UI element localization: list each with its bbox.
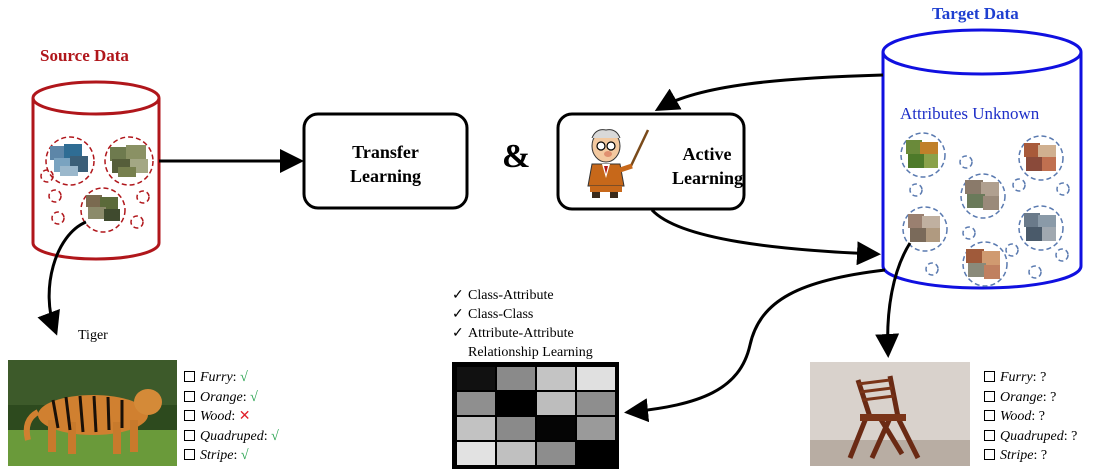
attribute-row: Wood: ✕ — [184, 407, 279, 427]
matrix-cell — [497, 417, 535, 440]
check-mark: √ — [240, 370, 248, 385]
matrix-cell — [497, 442, 535, 465]
matrix-cell — [497, 367, 535, 390]
relationship-item: ✓Attribute-Attribute — [452, 326, 574, 341]
active-learning-line1: Active — [682, 144, 732, 164]
checkbox-icon — [984, 390, 995, 402]
tiger-attribute-list: Furry: √ Orange: √ Wood: ✕ Quadruped: √ … — [184, 368, 279, 466]
source-cluster-photos-2 — [110, 145, 148, 177]
matrix-cell — [577, 367, 615, 390]
target-cluster-photos-5 — [1024, 213, 1056, 241]
matrix-cell — [537, 392, 575, 415]
attribute-row: Orange: √ — [184, 388, 279, 408]
unknown-mark: ? — [1050, 389, 1057, 405]
transfer-learning-line1: Transfer — [352, 142, 419, 162]
arrow-target-to-active — [654, 73, 884, 111]
matrix-cell — [537, 417, 575, 440]
checkbox-icon — [984, 429, 995, 441]
relationship-continuation: Relationship Learning — [468, 345, 593, 360]
checkbox-icon — [984, 371, 995, 382]
source-data-title: Source Data — [40, 46, 129, 65]
unknown-mark: ? — [1040, 448, 1048, 463]
target-cluster-photos-1 — [906, 140, 938, 168]
check-mark: √ — [271, 428, 279, 444]
unknown-mark: ? — [1071, 428, 1078, 444]
source-cluster-photos-3 — [86, 195, 120, 221]
target-cluster-photos-4 — [908, 214, 940, 242]
chair-attribute-list: Furry: ? Orange: ? Wood: ? Quadruped: ? … — [984, 368, 1077, 466]
check-mark: √ — [250, 389, 258, 405]
matrix-cell — [457, 367, 495, 390]
matrix-cell — [457, 392, 495, 415]
attribute-row: Stripe: √ — [184, 446, 279, 466]
target-cluster-photos-6 — [966, 249, 1000, 279]
checkbox-icon — [184, 390, 195, 402]
relationship-matrix — [452, 362, 619, 469]
relationship-item: ✓Class-Class — [452, 307, 534, 322]
tiger-label: Tiger — [78, 328, 108, 343]
arrow-target-to-chair — [875, 242, 912, 358]
target-cluster-photos-2 — [1024, 143, 1056, 171]
tiger-photo — [8, 360, 177, 466]
attribute-row: Wood: ? — [984, 407, 1077, 427]
relationship-item: ✓Class-Attribute — [452, 288, 554, 303]
matrix-cell — [577, 392, 615, 415]
arrow-target-to-matrix — [624, 268, 886, 423]
matrix-cell — [577, 442, 615, 465]
check-icon: ✓ — [452, 288, 464, 303]
source-cluster-photos-1 — [50, 144, 88, 176]
check-icon: ✓ — [452, 326, 464, 341]
ampersand: & — [502, 138, 531, 175]
attribute-row: Orange: ? — [984, 388, 1077, 408]
checkbox-icon — [184, 449, 195, 460]
matrix-cell — [537, 367, 575, 390]
relationship-list: ✓Class-Attribute ✓Class-Class ✓Attribute… — [452, 286, 593, 362]
checkbox-icon — [984, 410, 995, 421]
target-data-title: Target Data — [932, 4, 1019, 23]
checkbox-icon — [184, 371, 195, 382]
transfer-learning-label: Transfer Learning — [304, 140, 467, 188]
attribute-row: Quadruped: √ — [184, 427, 279, 447]
chair-photo — [810, 362, 970, 466]
unknown-mark: ? — [1040, 370, 1047, 385]
attribute-row: Furry: √ — [184, 368, 279, 388]
attribute-row: Furry: ? — [984, 368, 1077, 388]
active-learning-line2: Learning — [672, 168, 744, 188]
arrow-active-to-target — [650, 208, 881, 266]
active-learning-label: Active Learning — [672, 142, 744, 190]
target-cluster-photos-3 — [965, 180, 999, 210]
transfer-learning-box — [302, 112, 469, 210]
matrix-cell — [457, 442, 495, 465]
checkbox-icon — [184, 429, 195, 441]
attributes-unknown-label: Attributes Unknown — [900, 104, 1040, 123]
transfer-learning-line2: Learning — [349, 166, 421, 186]
flow-arrows — [37, 73, 912, 423]
unknown-mark: ? — [1038, 409, 1045, 424]
attribute-row: Quadruped: ? — [984, 427, 1077, 447]
teacher-icon — [587, 129, 650, 198]
target-cluster-circles — [900, 132, 1070, 287]
matrix-cell — [497, 392, 535, 415]
check-icon: ✓ — [452, 307, 464, 322]
checkbox-icon — [984, 449, 995, 460]
arrow-source-to-tiger — [37, 220, 87, 336]
source-cluster-circles — [40, 136, 154, 233]
check-mark: √ — [240, 448, 249, 463]
matrix-cell — [537, 442, 575, 465]
matrix-cell — [577, 417, 615, 440]
checkbox-icon — [184, 410, 195, 421]
matrix-cell — [457, 417, 495, 440]
attribute-row: Stripe: ? — [984, 446, 1077, 466]
cross-mark: ✕ — [238, 409, 251, 424]
